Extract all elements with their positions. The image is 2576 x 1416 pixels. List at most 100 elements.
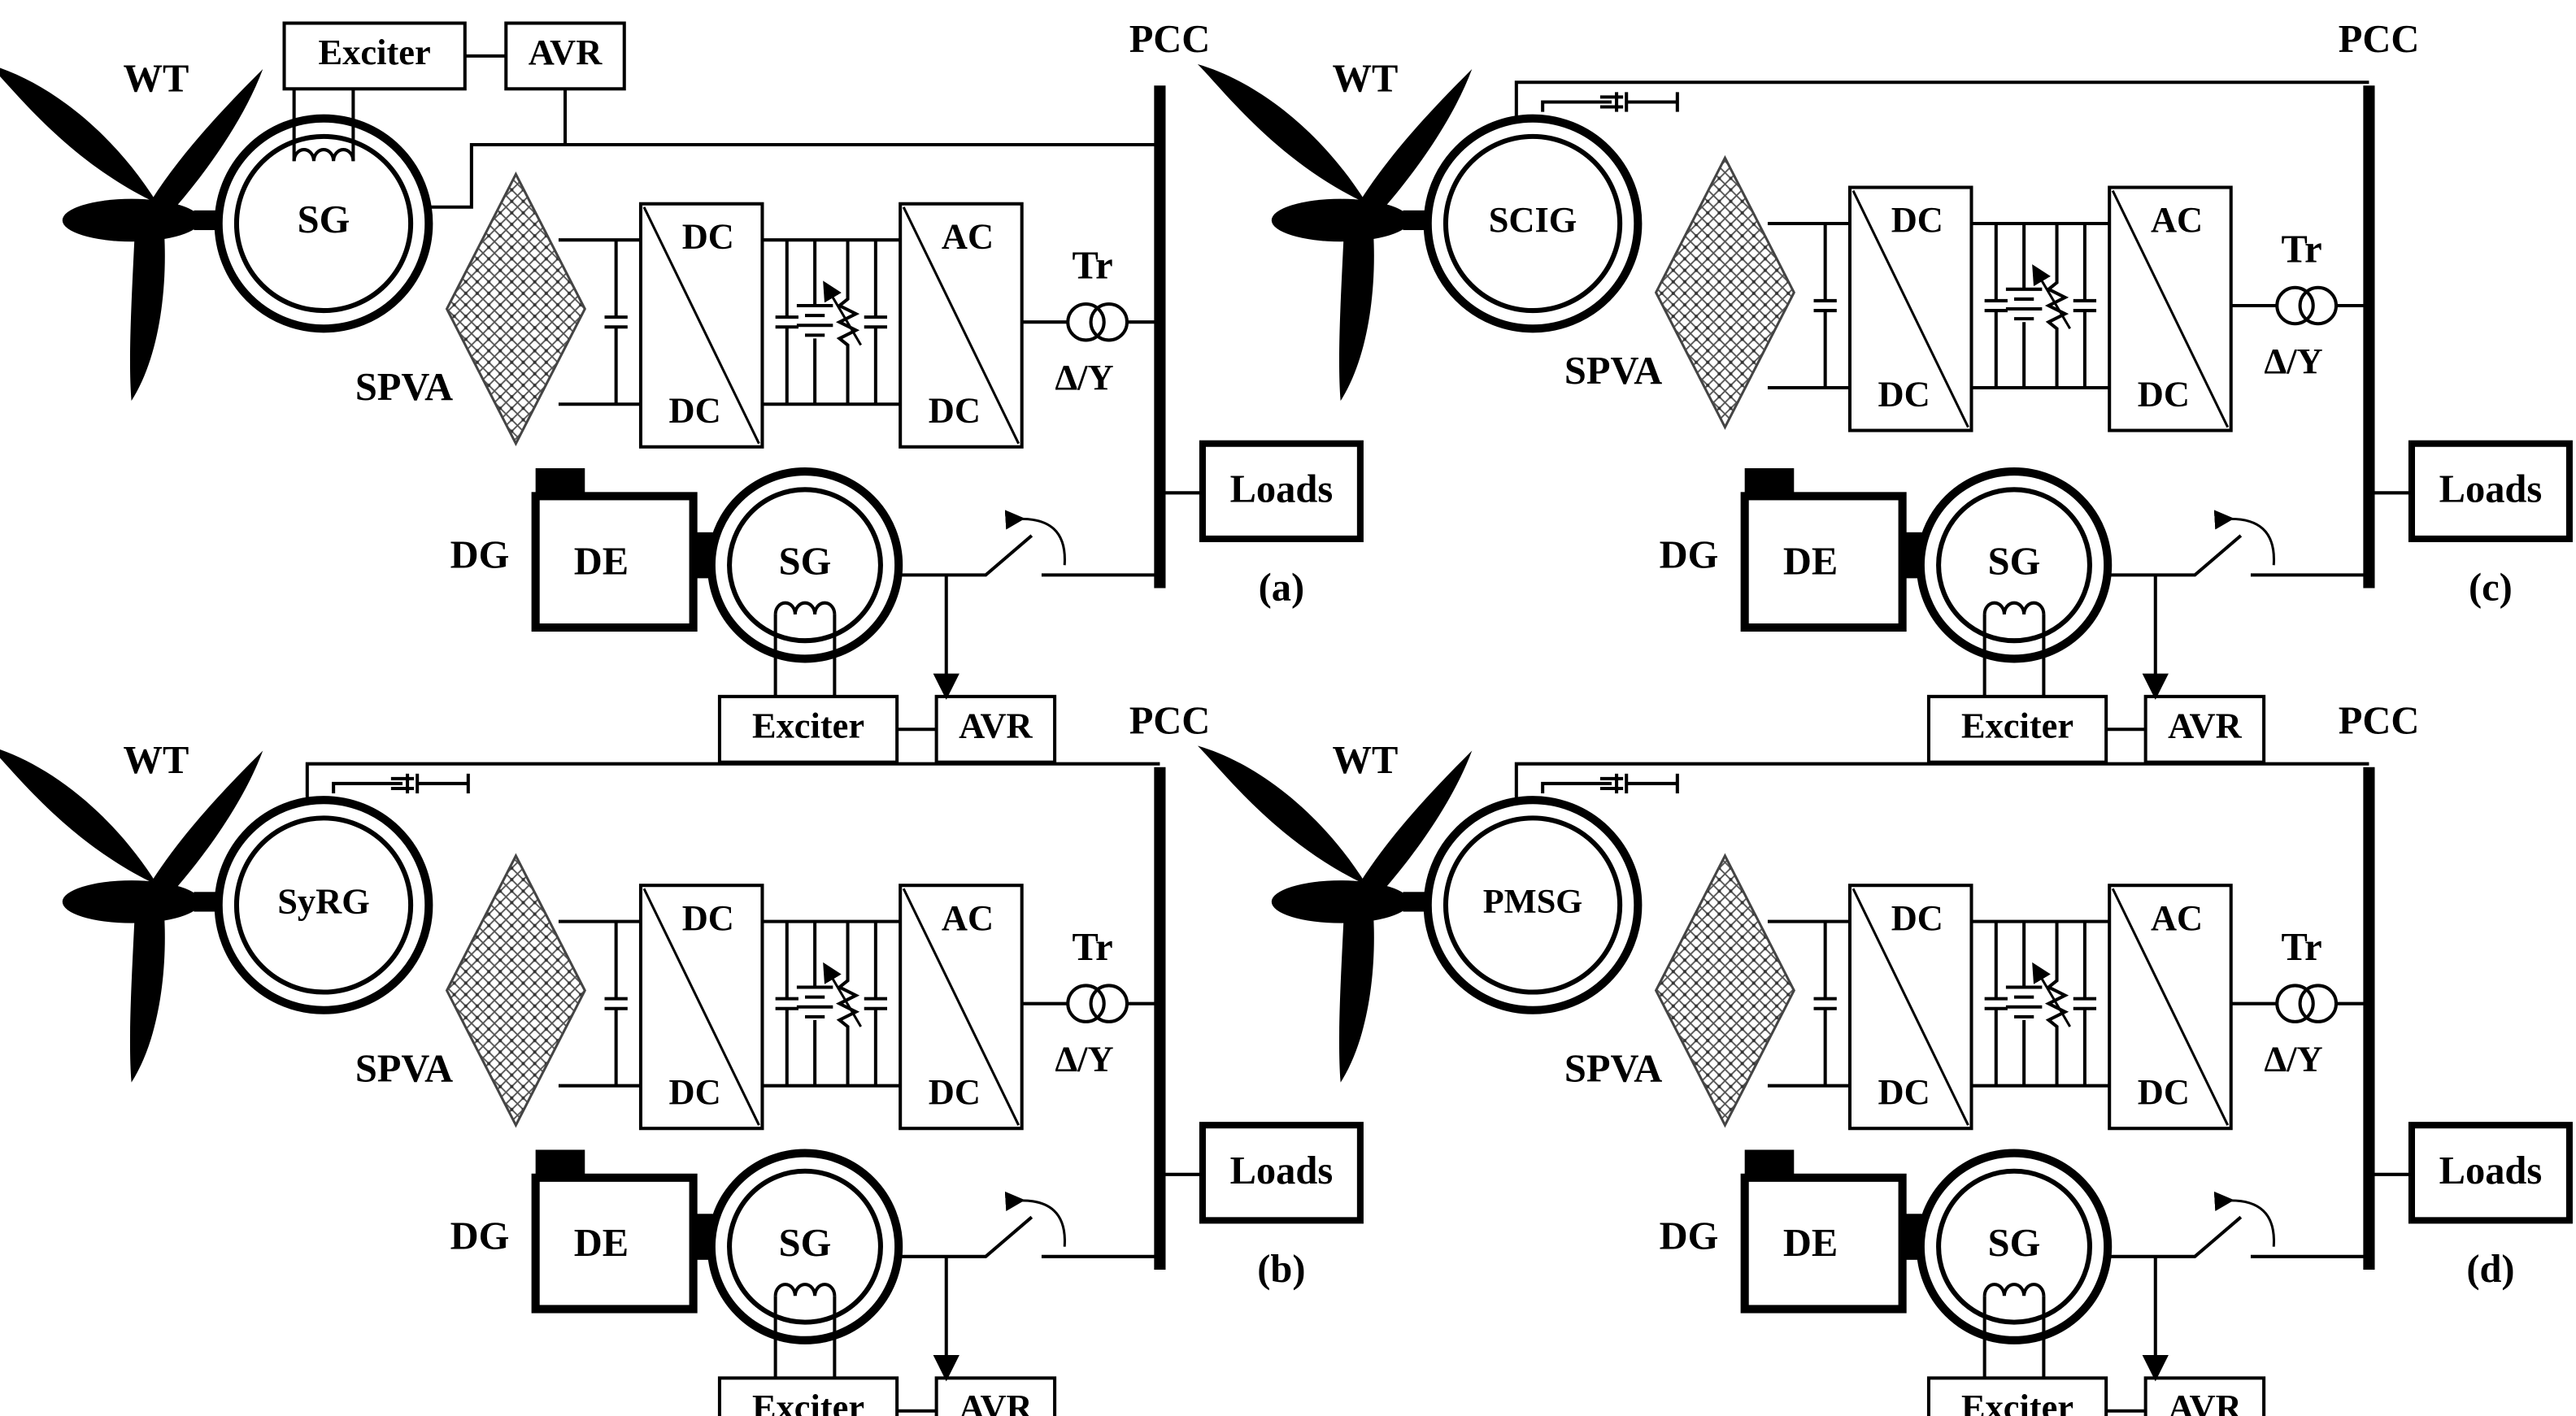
loads-label: Loads — [1230, 1149, 1334, 1192]
wire — [1541, 100, 1612, 112]
transformer-label: Tr — [1072, 926, 1112, 969]
generator-label: SyRG — [277, 881, 370, 922]
transformer-coil-icon — [2298, 285, 2339, 326]
converter-diagonal — [2111, 189, 2230, 428]
dcdc-top-label: DC — [1891, 199, 1943, 240]
acdc-top-label: AC — [2151, 199, 2203, 240]
blade-shape — [150, 750, 263, 906]
top-avr-label: AVR — [529, 32, 603, 72]
pv-label: SPVA — [1564, 1048, 1662, 1091]
generator-inner-ring — [1936, 487, 2092, 644]
blade-shape — [0, 67, 158, 204]
transformer-connection-label: Δ/Y — [2264, 1039, 2322, 1079]
pcc-label: PCC — [1129, 18, 1211, 61]
pcc-label: PCC — [2339, 699, 2420, 742]
pv-array-icon — [1654, 853, 1795, 1128]
generator-inner-ring — [1442, 133, 1623, 314]
engine-cap-shape — [1744, 1149, 1795, 1176]
wire — [899, 534, 1033, 577]
dcdc-bottom-label: DC — [1878, 373, 1930, 414]
coil-shape — [1982, 1283, 2046, 1297]
blade-shape — [1338, 233, 1374, 402]
blade-shape — [1197, 64, 1367, 204]
wire — [1514, 80, 2369, 119]
dcdc-bottom-label: DC — [669, 1071, 721, 1112]
pcc-label: PCC — [2339, 18, 2420, 61]
acdc-top-label: AC — [942, 897, 994, 938]
resistor-shape — [2044, 921, 2069, 1086]
breaker-arrow — [1004, 510, 1066, 566]
pcc-label: PCC — [1129, 699, 1211, 742]
generator-inner-ring — [233, 815, 414, 995]
resistor-shape — [2044, 223, 2069, 389]
wire — [2108, 1215, 2243, 1258]
generator-label: SCIG — [1489, 199, 1577, 240]
field-winding-icon — [1982, 1283, 2046, 1297]
field-winding-icon — [773, 601, 837, 615]
converter-diagonal — [1852, 189, 1969, 428]
generator-inner-ring — [233, 133, 414, 314]
coil-shape — [773, 601, 837, 615]
breaker-arrow — [1004, 1191, 1066, 1247]
transformer-connection-label: Δ/Y — [2264, 341, 2322, 381]
dg-label: DG — [450, 1215, 510, 1258]
nacelle-shape — [1271, 880, 1410, 923]
pv-array-icon — [445, 172, 586, 447]
top-avr-box — [504, 21, 626, 91]
exciter-box — [717, 694, 899, 764]
transformer-coil-icon — [1066, 984, 1106, 1023]
wire — [305, 762, 1160, 801]
blade-shape — [129, 914, 165, 1083]
dcdc-bottom-label: DC — [1878, 1071, 1930, 1112]
breaker-arrow — [2213, 510, 2275, 566]
generator-label: PMSG — [1483, 883, 1583, 921]
turbine-label: WT — [124, 739, 189, 782]
turbine-label: WT — [1333, 57, 1399, 100]
panel-caption: (c) — [2469, 567, 2513, 610]
dcdc-top-label: DC — [682, 897, 734, 938]
loads-label: Loads — [1230, 467, 1334, 510]
transformer-label: Tr — [2281, 926, 2321, 969]
nacelle-shape — [1271, 198, 1410, 242]
exciter-label: Exciter — [1961, 1387, 2073, 1416]
blade-shape — [1360, 750, 1473, 906]
top-exciter-box — [282, 21, 467, 91]
nacelle-shape — [62, 198, 201, 242]
transformer-connection-label: Δ/Y — [1055, 1039, 1113, 1079]
engine-label: DE — [574, 1222, 629, 1265]
generator-inner-ring — [727, 1168, 883, 1325]
exciter-box — [717, 1376, 899, 1416]
blade-shape — [1338, 914, 1374, 1083]
dcdc-top-label: DC — [682, 215, 734, 256]
variable-arrow — [2032, 962, 2072, 1027]
transformer-connection-label: Δ/Y — [1055, 357, 1113, 397]
transformer-coil-icon — [1089, 984, 1129, 1023]
blade-shape — [129, 233, 165, 402]
generator-label: SG — [779, 540, 832, 583]
dcdc-top-label: DC — [1891, 897, 1943, 938]
wire — [899, 1215, 1033, 1258]
loads-box — [2408, 1122, 2573, 1224]
field-winding-icon — [292, 148, 355, 162]
converter-diagonal — [902, 888, 1020, 1126]
blade-shape — [150, 69, 263, 224]
pv-array-icon — [445, 853, 586, 1128]
acdc-bottom-label: DC — [2138, 373, 2190, 414]
generator-label: SG — [779, 1222, 832, 1265]
pv-label: SPVA — [355, 1048, 453, 1091]
dg-label: DG — [450, 533, 510, 576]
transformer-coil-icon — [1089, 302, 1129, 342]
blade-shape — [1197, 745, 1367, 886]
panel-caption: (b) — [1257, 1248, 1305, 1291]
wire — [1514, 762, 2369, 801]
converter-diagonal — [642, 206, 760, 445]
avr-label: AVR — [959, 1387, 1033, 1416]
dg-label: DG — [1660, 1215, 1719, 1258]
engine-label: DE — [1783, 540, 1838, 583]
exciter-box — [1926, 694, 2108, 764]
engine-box — [1740, 492, 1907, 632]
coil-shape — [1982, 601, 2046, 615]
